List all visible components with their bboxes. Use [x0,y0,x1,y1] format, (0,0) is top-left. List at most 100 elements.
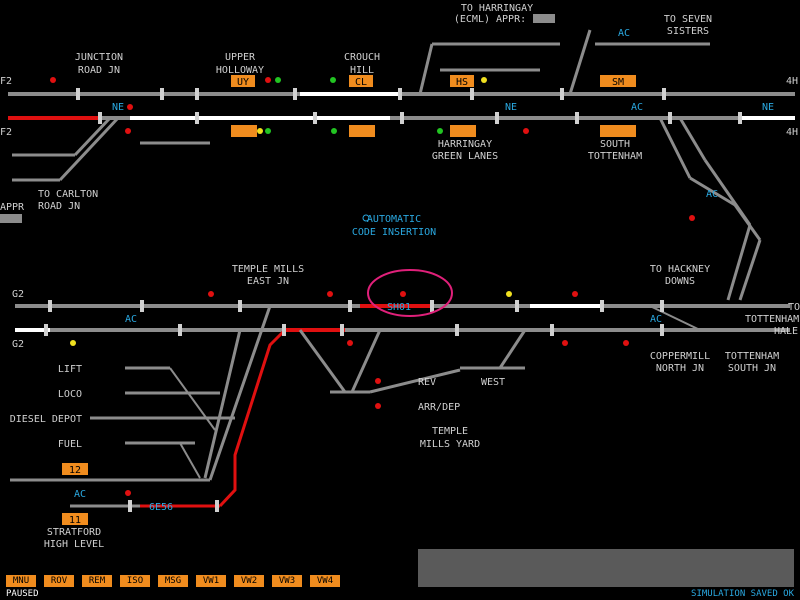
platform-12[interactable] [62,463,88,475]
vw2-button[interactable]: VW2 [234,575,264,587]
platform-cl-label: CL [355,77,367,88]
platform-sm-down[interactable] [600,125,636,137]
menu-button[interactable]: MNU [6,575,36,587]
label-to-seven-sisters: TO SEVEN [664,14,712,25]
descent-5[interactable] [678,117,707,161]
label-stratford-2: HIGH LEVEL [44,539,104,550]
label-g2-up: G2 [12,289,24,300]
seven-sisters-curve[interactable] [568,29,592,95]
code-ne-2[interactable]: NE [505,102,517,113]
appr-indicator [533,14,555,23]
signals [50,77,695,496]
descent-2[interactable] [689,176,736,207]
yard-fan-2[interactable] [203,329,242,479]
location-labels: JUNCTION ROAD JN UPPER HOLLOWAY CROUCH H… [0,3,800,550]
code-ne-3[interactable]: NE [762,102,774,113]
upper-block-joints [76,88,742,124]
code-ac-stratford[interactable]: AC [74,489,86,500]
label-crouch-hill-2: HILL [350,65,374,76]
code-ac-mid-2[interactable]: AC [650,314,662,325]
code-ne-1[interactable]: NE [112,102,124,113]
vw1-button[interactable]: VW1 [196,575,226,587]
signal-icon[interactable] [375,378,381,384]
signal-icon[interactable] [327,291,333,297]
yard-line-1[interactable] [298,329,347,393]
label-south-tottenham: SOUTH [600,139,630,150]
signal-icon[interactable] [265,128,271,134]
harringay-line-2[interactable] [418,43,434,95]
signal-icon[interactable] [50,77,56,83]
signal-icon[interactable] [437,128,443,134]
platform-uy-down[interactable] [231,125,257,137]
signal-icon[interactable] [347,340,353,346]
signal-icon[interactable] [265,77,271,83]
signal-icon[interactable] [572,291,578,297]
label-to-carlton-2: ROAD JN [38,201,80,212]
label-loco: LOCO [58,389,82,400]
code-6e56[interactable]: 6E56 [149,502,173,513]
msg-button[interactable]: MSG [158,575,188,587]
signal-icon[interactable] [125,490,131,496]
vw4-button[interactable]: VW4 [310,575,340,587]
signal-icon[interactable] [689,215,695,221]
rov-button[interactable]: ROV [44,575,74,587]
platforms: UY CL HS SM 12 11 [62,75,636,526]
signal-icon[interactable] [523,128,529,134]
signal-icon[interactable] [70,340,76,346]
code-ac-top-2[interactable]: AC [631,102,643,113]
code-sh01[interactable]: SH01 [387,302,411,313]
descent-1[interactable] [658,117,692,179]
yard-line-6[interactable] [498,329,527,369]
descent-6[interactable] [703,159,752,226]
label-to-harringay: TO HARRINGAY [461,3,533,14]
platform-hs-down[interactable] [450,125,476,137]
code-ac-top-3[interactable]: AC [706,189,718,200]
auto-code-icon[interactable] [362,214,370,222]
signal-icon[interactable] [481,77,487,83]
signal-icon[interactable] [562,340,568,346]
platform-hs[interactable] [450,75,474,87]
signal-icon[interactable] [375,403,381,409]
vw3-button[interactable]: VW3 [272,575,302,587]
platform-cl[interactable] [349,75,373,87]
iso-button[interactable]: ISO [120,575,150,587]
rem-button[interactable]: REM [82,575,112,587]
label-junction-road: JUNCTION [75,52,123,63]
signal-icon[interactable] [331,128,337,134]
fan-branch-1[interactable] [169,367,216,431]
lower-tracks [10,304,790,508]
carlton-curve-2[interactable] [58,116,120,182]
label-coppermill-2: NORTH JN [656,363,704,374]
descent-4[interactable] [738,239,762,301]
platform-11[interactable] [62,513,88,525]
signal-icon[interactable] [125,128,131,134]
signal-icon[interactable] [275,77,281,83]
code-ac-top-1[interactable]: AC [618,28,630,39]
signal-icon[interactable] [506,291,512,297]
label-temple-mills-yard-2: MILLS YARD [420,439,480,450]
signal-icon[interactable] [400,291,406,297]
yard-line-2[interactable] [350,329,382,393]
signal-icon[interactable] [208,291,214,297]
platform-cl-down[interactable] [349,125,375,137]
platform-sm[interactable] [600,75,636,87]
lower-block-joints [44,300,664,512]
label-auto-code-2: CODE INSERTION [352,227,436,238]
descent-7[interactable] [726,224,752,301]
signal-icon[interactable] [623,340,629,346]
platform-sm-label: SM [612,77,624,88]
yard-fan[interactable] [208,305,272,481]
signal-icon[interactable] [127,104,133,110]
carlton-curve-1[interactable] [73,116,112,157]
label-to-hackney-2: DOWNS [665,276,695,287]
hackney-curve[interactable] [649,305,701,331]
signal-icon[interactable] [330,77,336,83]
yard-line-4[interactable] [369,368,461,394]
signal-icon[interactable] [257,128,263,134]
fan-branch-2[interactable] [179,442,201,479]
route-occupied-red[interactable] [218,328,287,508]
platform-uy[interactable] [231,75,255,87]
code-ac-mid-1[interactable]: AC [125,314,137,325]
label-upper-holloway-2: HOLLOWAY [216,65,264,76]
